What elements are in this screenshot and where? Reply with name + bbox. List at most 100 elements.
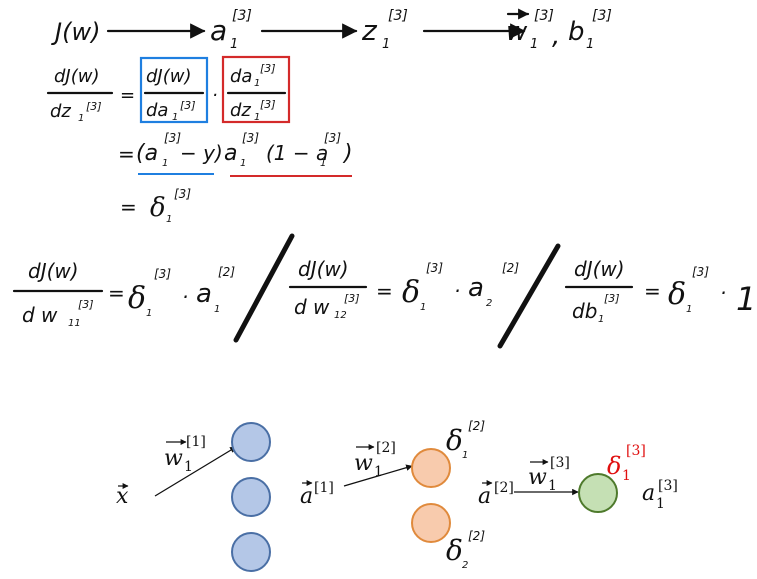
w2-base: w xyxy=(354,451,373,476)
chain-comma: , xyxy=(552,21,560,51)
g1-a: a xyxy=(196,279,212,309)
chain-z: z xyxy=(361,14,378,47)
line2-close: ) xyxy=(342,141,353,166)
g1-numerator: dJ(w) xyxy=(28,259,79,283)
delta1-sub: 1 xyxy=(462,450,468,461)
red-den-sub: 1 xyxy=(254,112,260,123)
chain-z-sup: [3] xyxy=(388,8,408,24)
chain-z-sub: 1 xyxy=(382,37,390,52)
g1-a-sub: 1 xyxy=(214,304,220,315)
line2-sup2: [3] xyxy=(242,131,259,145)
red-num-base: da xyxy=(230,66,252,87)
chain-a: a xyxy=(210,14,227,47)
w3-base: w xyxy=(528,465,547,490)
g1-a-sup: [2] xyxy=(218,265,235,279)
g3-delta: δ xyxy=(668,277,686,312)
aout-base: a xyxy=(642,481,655,506)
line2-a: a xyxy=(224,141,237,166)
w1-base: w xyxy=(164,446,183,471)
red-den-base: dz xyxy=(230,100,251,121)
g2-dot: · xyxy=(454,279,460,303)
a1-sup: [1] xyxy=(314,480,334,496)
line2-sup3: [3] xyxy=(324,131,341,145)
weight-gradients: dJ(w) d w 11 [3] = δ 1 [3] · a 1 [2] dJ(… xyxy=(12,233,756,349)
chain-b-sup: [3] xyxy=(592,8,612,24)
chain-b: b xyxy=(568,17,585,47)
g3-numerator: dJ(w) xyxy=(574,257,625,281)
g2-a-sub: 2 xyxy=(486,298,492,309)
line3-sub: 1 xyxy=(166,214,172,225)
delta-out-sub: 1 xyxy=(622,468,631,484)
red-num-sup: [3] xyxy=(260,62,276,75)
derivation-equals-3: = xyxy=(120,195,137,219)
red-num-sub: 1 xyxy=(254,78,260,89)
g1-den-sub: 11 xyxy=(68,318,81,329)
blue-den-sub: 1 xyxy=(172,112,178,123)
line2-paren: (1 − a xyxy=(266,141,328,165)
layer2-node-1 xyxy=(411,448,451,488)
delta2-sup: [2] xyxy=(468,529,485,543)
g2-equals: = xyxy=(376,279,393,303)
g3-denominator: db xyxy=(572,299,597,323)
layer1-node-2 xyxy=(231,477,271,517)
chain-b-sub: 1 xyxy=(586,37,594,52)
g2-delta-sub: 1 xyxy=(420,302,426,313)
blue-box xyxy=(139,56,209,124)
red-den-sup: [3] xyxy=(260,98,276,111)
lhs-den-sup: [3] xyxy=(86,100,102,113)
a2-sup: [2] xyxy=(494,480,514,496)
chain-j: J(w) xyxy=(51,18,100,46)
g1-dot: · xyxy=(182,285,188,309)
g2-delta-sup: [3] xyxy=(426,261,443,275)
g1-delta-sup: [3] xyxy=(154,267,171,281)
delta-out-base: δ xyxy=(607,452,621,480)
g2-den-sup: [3] xyxy=(344,292,360,305)
aout-sub: 1 xyxy=(656,496,665,512)
chain-w-sub: 1 xyxy=(530,37,538,52)
a2-base: a xyxy=(478,484,491,509)
g2-a-sup: [2] xyxy=(502,261,519,275)
derivation-equals-2: = xyxy=(118,142,135,166)
line2-open: (a xyxy=(136,141,158,166)
x-label: x xyxy=(116,484,129,509)
w2-sup: [2] xyxy=(376,440,396,456)
w2-sub: 1 xyxy=(374,464,383,480)
chain-rule-derivation: dJ(w) dz 1 [3] = dJ(w) da 1 [3] · da 1 [… xyxy=(46,55,353,225)
blue-numerator: dJ(w) xyxy=(146,66,192,87)
a1-base: a xyxy=(300,484,313,509)
layer2-node-2 xyxy=(411,503,451,543)
output-node xyxy=(578,473,618,513)
line2-sup: [3] xyxy=(164,131,181,145)
line2-sub: 1 xyxy=(162,158,168,169)
line2-sub2: 1 xyxy=(240,158,246,169)
delta2-sub: 2 xyxy=(462,560,468,571)
edge-a1-layer2 xyxy=(343,464,413,487)
w3-sub: 1 xyxy=(548,478,557,494)
layer1-node-3 xyxy=(231,532,271,572)
g3-one: 1 xyxy=(736,280,756,318)
chain-a-sup: [3] xyxy=(232,8,252,24)
chain-w-sup: [3] xyxy=(534,8,554,24)
g3-delta-sup: [3] xyxy=(692,265,709,279)
g3-equals: = xyxy=(644,279,661,303)
g1-delta: δ xyxy=(128,281,146,316)
g3-den-sup: [3] xyxy=(604,292,620,305)
delta1-base: δ xyxy=(446,424,463,457)
lhs-den-base: dz xyxy=(50,101,71,122)
red-box xyxy=(221,55,291,124)
edge-x-layer1 xyxy=(154,446,237,497)
delta2-base: δ xyxy=(446,534,463,567)
forward-chain: J(w) a 1 [3] z 1 [3] w 1 [3] , b 1 [3] xyxy=(51,8,612,52)
separator-slash-2 xyxy=(497,243,561,349)
delta-out-sup: [3] xyxy=(626,443,646,459)
g2-delta: δ xyxy=(402,275,420,310)
lhs-numerator: dJ(w) xyxy=(54,66,100,87)
chain-a-sub: 1 xyxy=(230,37,238,52)
lhs-den-sub: 1 xyxy=(78,113,84,124)
layer1-node-1 xyxy=(231,422,271,462)
g2-denominator: d w xyxy=(294,295,330,319)
line3-sup: [3] xyxy=(174,187,191,201)
g1-delta-sub: 1 xyxy=(146,308,152,319)
g3-den-sub: 1 xyxy=(598,314,604,325)
